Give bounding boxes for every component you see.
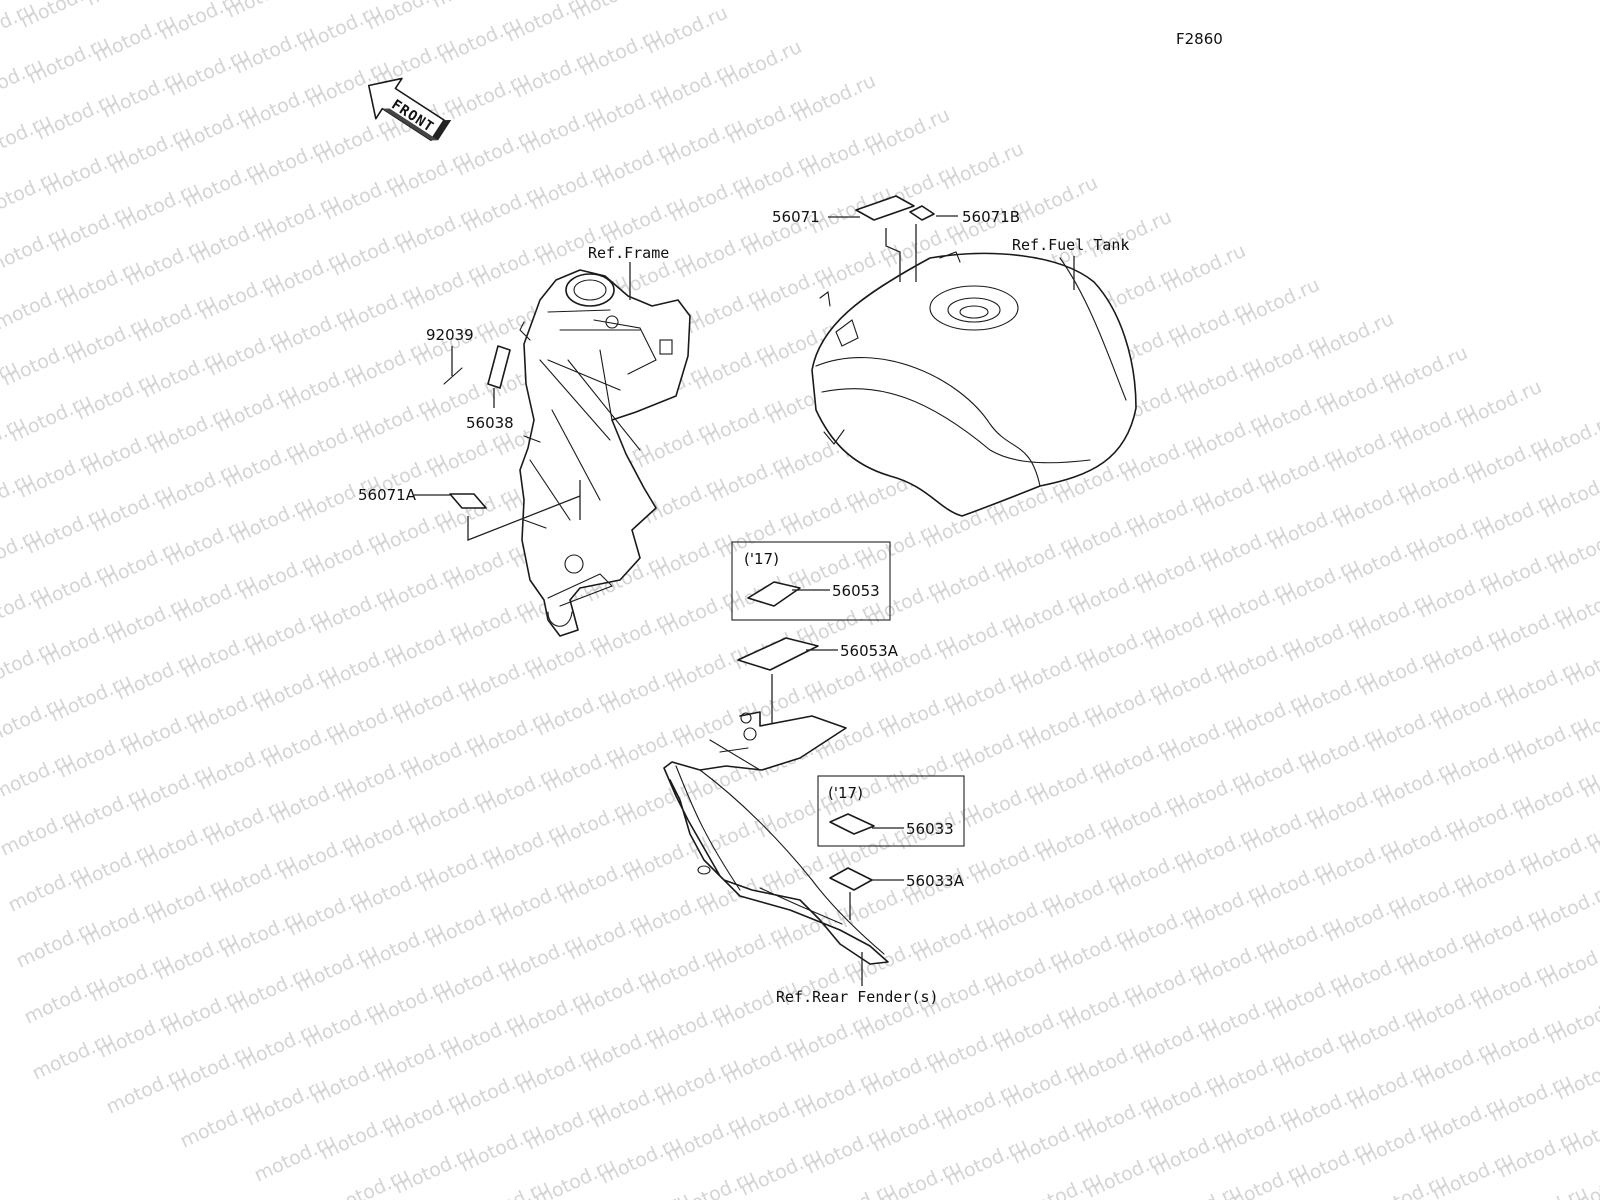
ref-rear-fender-label: Ref.Rear Fender(s) [776, 988, 939, 1006]
part-56033-label: 56033 [906, 820, 954, 838]
watermark-text: motod.ru [289, 0, 377, 1]
diagram-code: F2860 [1176, 30, 1223, 48]
part-56053A-label: 56053A [840, 642, 899, 660]
year-box-56053-label: ('17) [744, 550, 779, 568]
watermark-text: motod.ru [1503, 1182, 1591, 1200]
part-56053A-sticker [737, 637, 819, 671]
year-box-56033-label: ('17) [828, 784, 863, 802]
part-56071-pointer [885, 228, 901, 282]
watermark-text: motod.ru [811, 1178, 899, 1200]
part-56071-sticker [855, 195, 915, 221]
watermark-text: motod.ru [1157, 1180, 1245, 1200]
part-56038-label: 56038 [466, 414, 514, 432]
part-56071B-label: 56071B [962, 208, 1020, 226]
part-56071A-label: 56071A [358, 486, 417, 504]
ref-fuel-tank-label: Ref.Fuel Tank [1012, 236, 1129, 254]
part-56033-sticker [829, 813, 875, 835]
part-56071B-sticker [909, 205, 935, 221]
ref-frame-label: Ref.Frame [588, 244, 669, 262]
part-92039-pin [443, 367, 463, 385]
part-56053-label: 56053 [832, 582, 880, 600]
frame-drawing [519, 269, 691, 637]
watermark-text: motod.ru [1363, 1170, 1451, 1200]
part-56071A-sticker [449, 493, 487, 509]
part-56038-label-sticker [487, 345, 511, 389]
fuel-tank-drawing [811, 251, 1137, 517]
watermark-text: motod.ru [83, 0, 171, 11]
rear-fender-drawing [663, 711, 889, 965]
watermark-text: motod.ru [605, 1188, 693, 1200]
part-56071-label: 56071 [772, 208, 820, 226]
part-56053-sticker [747, 581, 801, 607]
watermark-text: motod.ru [465, 1176, 553, 1200]
year-box-56033 [817, 775, 965, 847]
part-56071A-pointer [467, 495, 581, 541]
part-56033A-label: 56033A [906, 872, 965, 890]
part-92039-label: 92039 [426, 326, 474, 344]
year-box-56053 [731, 541, 891, 621]
